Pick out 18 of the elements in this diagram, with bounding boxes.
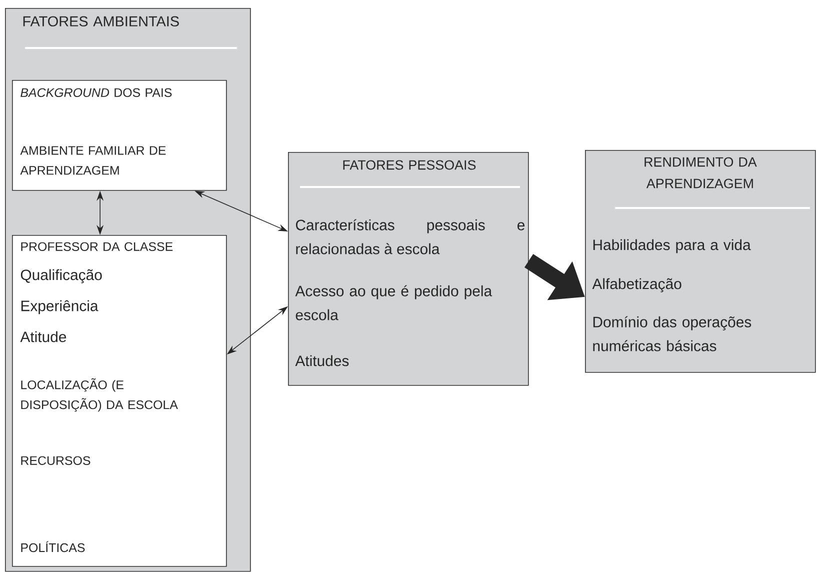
- panel-heading: FATORES PESSOAIS: [343, 160, 476, 170]
- list-item: Experiência: [21, 300, 98, 314]
- box-heading: BACKGROUND DOS PAIS: [20, 88, 172, 98]
- list-item: Atitudes: [295, 355, 349, 366]
- list-item: Acesso ao que é pedido pela escola: [295, 285, 492, 320]
- box-heading: POLÍTICAS: [21, 541, 85, 552]
- list-item: Características pessoais e relacionadas à escola: [296, 219, 524, 254]
- list-item: Domínio das operações numéricas básicas: [593, 316, 752, 352]
- box-heading: RECURSOS: [21, 456, 90, 465]
- box-heading: PROFESSOR DA CLASSE: [21, 242, 173, 252]
- list-item: Habilidades para a vida: [593, 239, 751, 254]
- panel-heading: FATORES AMBIENTAIS: [23, 16, 179, 26]
- list-item: Alfabetização: [592, 278, 682, 292]
- box-heading: LOCALIZAÇÃO (E DISPOSIÇÃO) DA ESCOLA: [21, 378, 178, 412]
- box-heading: AMBIENTE FAMILIAR DE APRENDIZAGEM: [20, 146, 166, 175]
- list-item: Atitude: [20, 331, 66, 342]
- panel-heading: RENDIMENTO DA APRENDIZAGEM: [644, 157, 757, 188]
- list-item: Qualificação: [20, 269, 102, 284]
